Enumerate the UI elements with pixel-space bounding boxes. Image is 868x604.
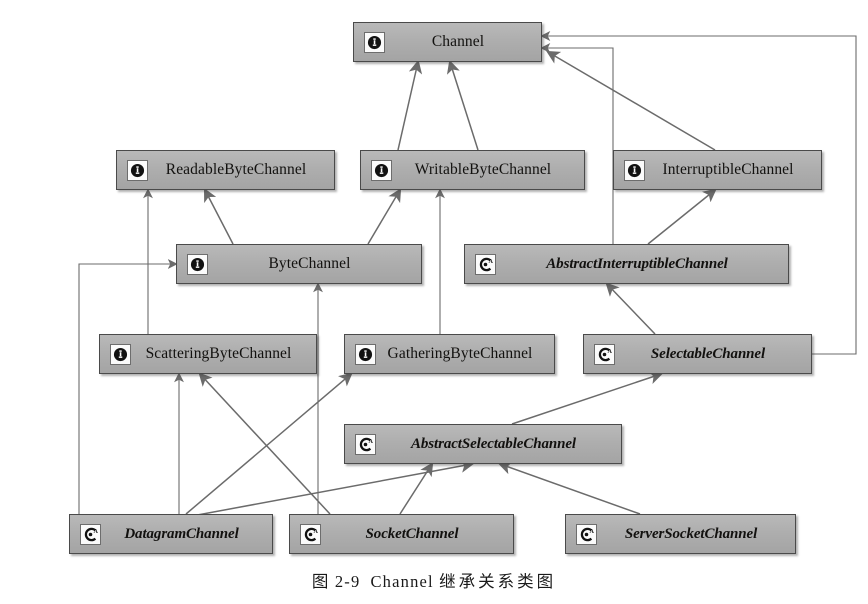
interface-icon (364, 31, 385, 53)
class-node-label: ScatteringByteChannel (145, 345, 292, 362)
class-node-server-socket-channel[interactable]: A ServerSocketChannel (565, 514, 796, 554)
interface-icon (127, 159, 148, 181)
class-node-label: SelectableChannel (650, 345, 766, 362)
abstract-class-icon: A (594, 343, 615, 365)
svg-text:A: A (314, 529, 319, 535)
edge-selectable-channel-to-abstract-interruptible-channel (605, 282, 656, 335)
svg-text:A: A (590, 529, 595, 535)
edge-abstract-interruptible-channel-to-channel (540, 43, 614, 244)
class-node-label: GatheringByteChannel (387, 345, 533, 362)
class-node-abstract-interruptible-channel[interactable]: A AbstractInterruptibleChannel (464, 244, 789, 284)
class-node-socket-channel[interactable]: A SocketChannel (289, 514, 514, 554)
interface-icon (355, 343, 376, 365)
abstract-class-icon: A (475, 253, 496, 275)
caption-title-cn: 继承关系类图 (439, 572, 557, 591)
edge-writable-byte-channel-to-channel (446, 59, 479, 151)
abstract-class-icon: A (80, 523, 101, 545)
class-node-label: InterruptibleChannel (662, 161, 794, 178)
class-node-readable-byte-channel[interactable]: ReadableByteChannel (116, 150, 335, 190)
class-node-scattering-byte-channel[interactable]: ScatteringByteChannel (99, 334, 317, 374)
class-node-abstract-selectable-channel[interactable]: A AbstractSelectableChannel (344, 424, 622, 464)
class-node-byte-channel[interactable]: ByteChannel (176, 244, 422, 284)
abstract-class-icon: A (300, 523, 321, 545)
abstract-class-icon: A (576, 523, 597, 545)
edge-socket-channel-to-abstract-selectable-channel (399, 462, 434, 515)
class-node-label: WritableByteChannel (414, 161, 552, 178)
edge-datagram-channel-to-abstract-selectable-channel (191, 459, 475, 517)
class-node-datagram-channel[interactable]: A DatagramChannel (69, 514, 273, 554)
interface-icon (110, 343, 131, 365)
svg-text:A: A (94, 529, 99, 535)
interface-icon (371, 159, 392, 181)
interface-icon (624, 159, 645, 181)
class-node-label: AbstractInterruptibleChannel (546, 255, 728, 272)
class-node-label: ReadableByteChannel (165, 161, 307, 178)
edge-byte-channel-to-readable-byte-channel (203, 188, 234, 245)
caption-number: 图 2-9 (311, 572, 361, 591)
figure-caption: 图 2-9 Channel 继承关系类图 (0, 568, 868, 592)
edge-readable-byte-channel-to-channel (397, 59, 423, 151)
edge-abstract-selectable-channel-to-selectable-channel (511, 371, 664, 425)
class-node-label: AbstractSelectableChannel (410, 435, 576, 452)
edge-server-socket-channel-to-abstract-selectable-channel (497, 461, 641, 515)
caption-title-en: Channel (370, 572, 434, 591)
edge-selectable-channel-to-channel (540, 31, 857, 355)
edge-interruptible-channel-to-channel (546, 50, 716, 151)
svg-text:A: A (608, 349, 613, 355)
class-node-writable-byte-channel[interactable]: WritableByteChannel (360, 150, 585, 190)
class-node-label: Channel (431, 33, 485, 50)
edge-datagram-channel-to-gathering-byte-channel (185, 372, 353, 515)
edge-datagram-channel-to-byte-channel (78, 259, 178, 514)
class-node-selectable-channel[interactable]: A SelectableChannel (583, 334, 812, 374)
svg-text:A: A (369, 439, 374, 445)
svg-text:A: A (489, 259, 494, 265)
abstract-class-icon: A (355, 433, 376, 455)
edge-byte-channel-to-writable-byte-channel (367, 188, 402, 245)
class-node-channel[interactable]: Channel (353, 22, 542, 62)
class-node-label: DatagramChannel (124, 525, 239, 542)
edge-socket-channel-to-scattering-byte-channel (198, 372, 331, 515)
interface-icon (187, 253, 208, 275)
class-node-label: SocketChannel (365, 525, 459, 542)
edge-abstract-interruptible-channel-to-interruptible-channel (647, 188, 717, 245)
class-node-interruptible-channel[interactable]: InterruptibleChannel (613, 150, 822, 190)
class-node-gathering-byte-channel[interactable]: GatheringByteChannel (344, 334, 555, 374)
class-node-label: ServerSocketChannel (624, 525, 758, 542)
class-node-label: ByteChannel (268, 255, 351, 272)
